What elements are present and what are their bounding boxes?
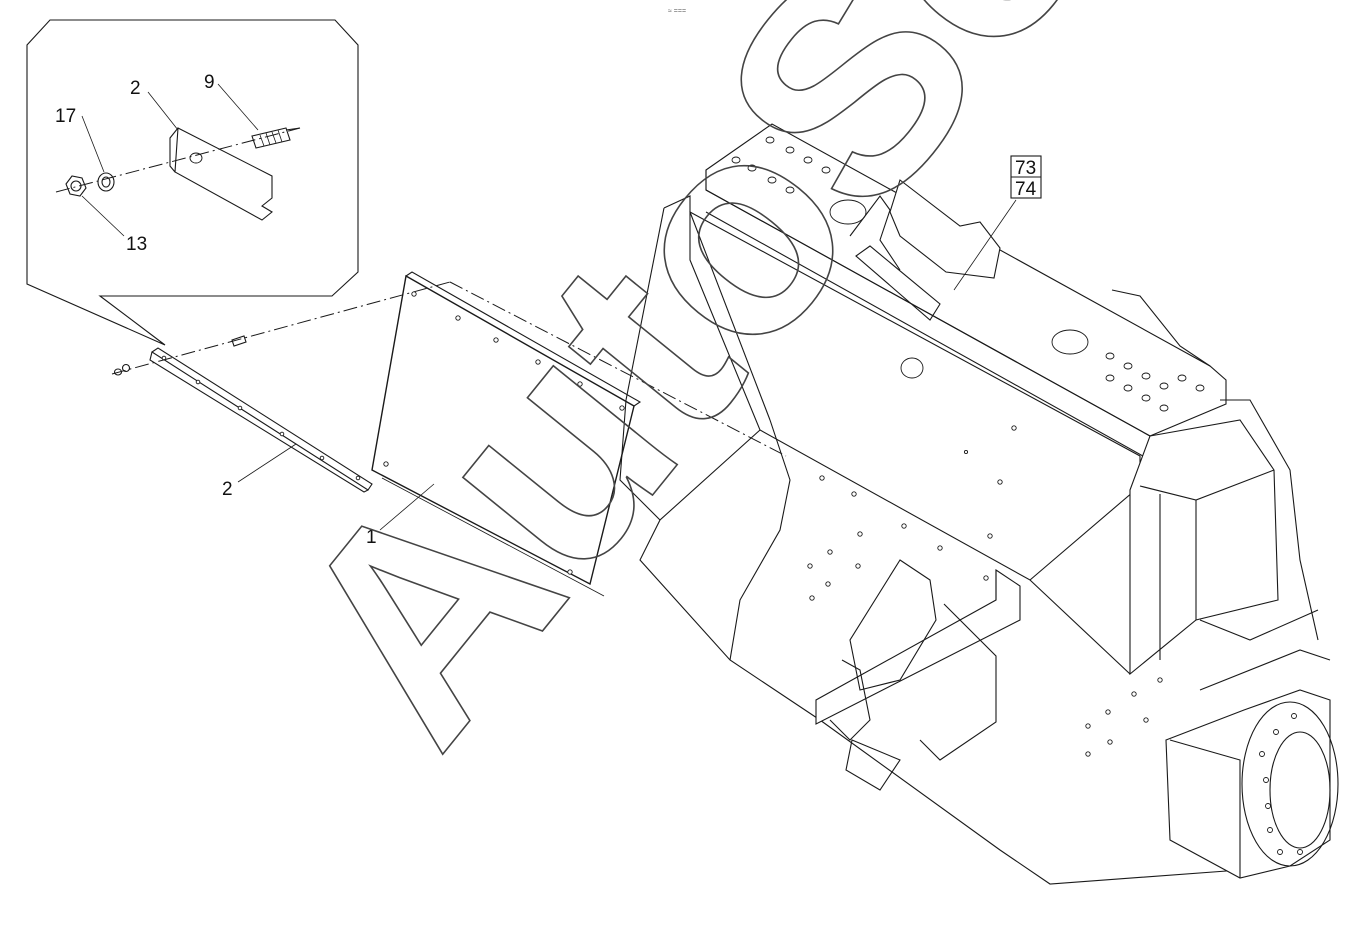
cover-panel bbox=[371, 271, 642, 586]
callout-13: 13 bbox=[126, 234, 147, 255]
detail-nut bbox=[65, 175, 87, 197]
callout-9: 9 bbox=[204, 72, 215, 93]
ref-73: 73 bbox=[1015, 158, 1036, 179]
detail-bolt bbox=[251, 127, 301, 149]
detail-washer bbox=[97, 172, 115, 192]
deck-holes bbox=[731, 136, 1205, 412]
callout-2-detail: 2 bbox=[130, 78, 141, 99]
hub-assembly bbox=[1165, 649, 1339, 879]
detail-bracket-strip bbox=[169, 127, 273, 221]
callout-17: 17 bbox=[55, 106, 76, 127]
machine-frame bbox=[619, 123, 1339, 885]
detail-inset: 2 9 17 13 bbox=[26, 19, 359, 346]
ref-74: 74 bbox=[1015, 179, 1037, 200]
small-fasteners bbox=[113, 335, 247, 376]
callout-1: 1 bbox=[366, 527, 377, 548]
reference-box: 73 74 bbox=[953, 155, 1042, 291]
header-mark: ≈ === bbox=[668, 8, 686, 15]
callout-2-lower: 2 bbox=[222, 479, 233, 500]
